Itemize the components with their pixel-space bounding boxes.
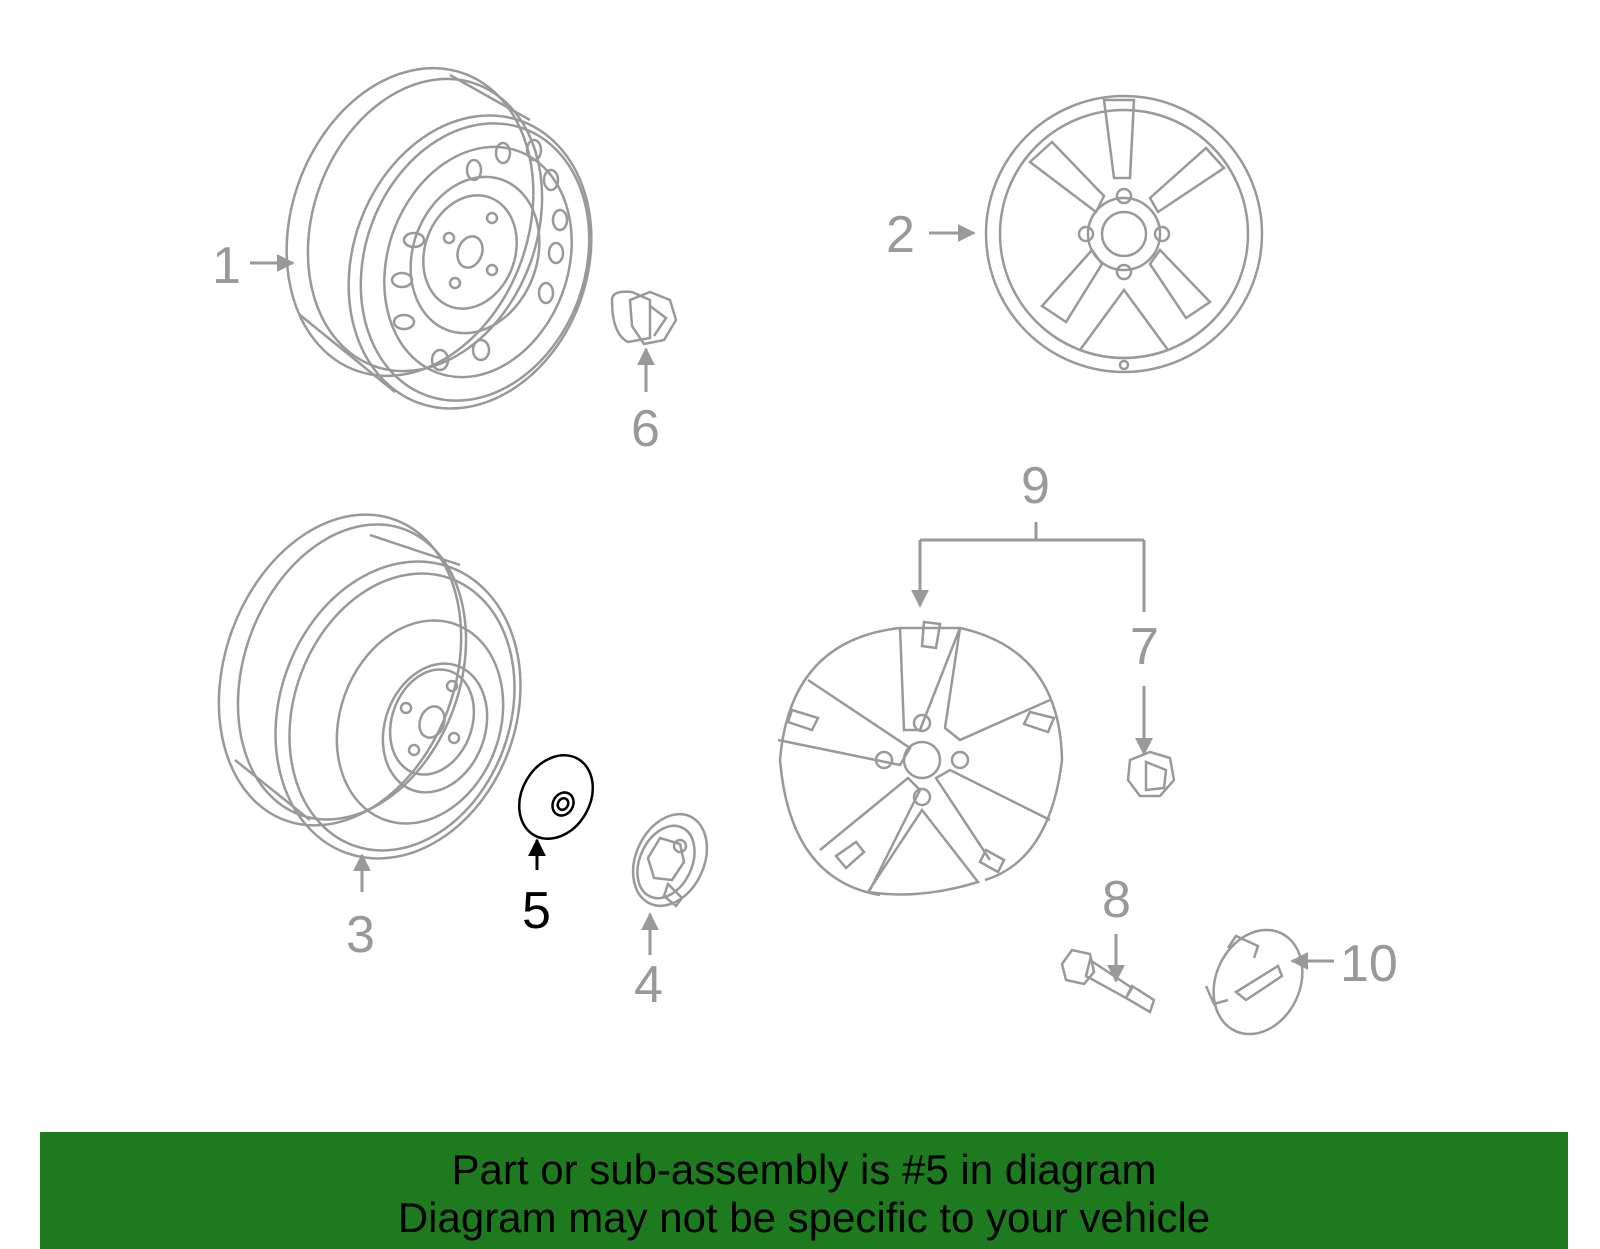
part-4-center-cap (631, 812, 709, 908)
part-10-center-cap (1204, 928, 1304, 1036)
part-3-spare-wheel (217, 513, 522, 860)
callout-10[interactable]: 10 (1340, 935, 1398, 993)
callout-2[interactable]: 2 (886, 206, 915, 264)
leader-lines (250, 224, 1334, 983)
part-1-steel-wheel (285, 66, 593, 410)
callout-1[interactable]: 1 (212, 237, 241, 295)
info-banner: Part or sub-assembly is #5 in diagram Di… (40, 1132, 1568, 1249)
part-2-alloy-wheel (984, 94, 1264, 374)
callout-7[interactable]: 7 (1130, 618, 1159, 676)
callout-5[interactable]: 5 (522, 882, 551, 940)
callout-6[interactable]: 6 (631, 400, 660, 458)
parts-diagram: 1 2 3 4 5 6 7 8 9 10 (212, 66, 1398, 1036)
banner-line-1: Part or sub-assembly is #5 in diagram (451, 1146, 1157, 1193)
part-6-lug-nut (610, 290, 678, 346)
callout-3[interactable]: 3 (346, 906, 375, 964)
callout-8[interactable]: 8 (1102, 871, 1131, 929)
callout-9[interactable]: 9 (1021, 457, 1050, 515)
part-7-lug-nut (1126, 750, 1176, 798)
callout-labels: 1 2 3 4 5 6 7 8 9 10 (212, 206, 1398, 1014)
part-9-alloy-wheel (777, 620, 1064, 897)
bracket-9 (920, 522, 1146, 612)
part-8-valve-stem (1060, 948, 1156, 1014)
part-5-center-cap (517, 754, 595, 840)
banner-line-2: Diagram may not be specific to your vehi… (397, 1194, 1211, 1241)
callout-4[interactable]: 4 (634, 956, 663, 1014)
